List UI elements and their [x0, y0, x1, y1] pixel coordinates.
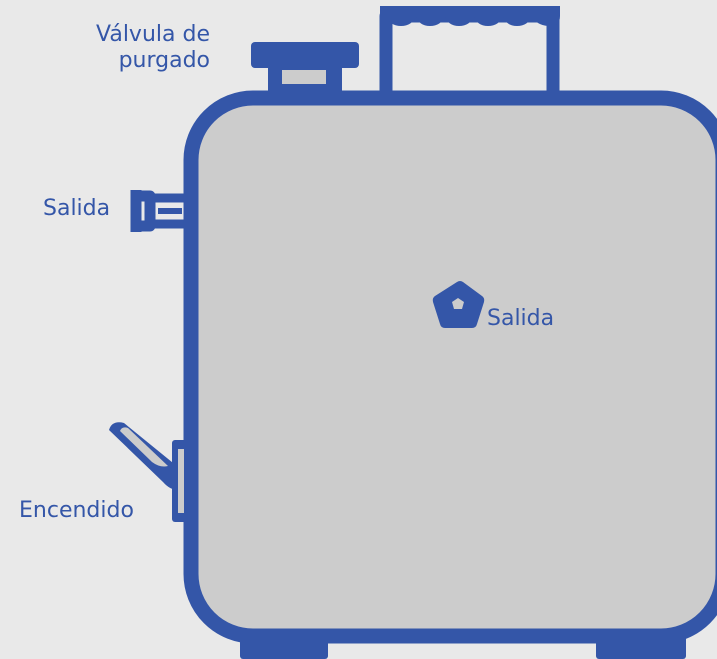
- purge-valve-label-line2: purgado: [118, 48, 210, 73]
- lever-icon: [109, 422, 190, 522]
- valve-cap-icon: [251, 42, 359, 94]
- front-outlet-label: Salida: [487, 306, 555, 331]
- purge-valve-label: Válvula de purgado: [60, 22, 210, 74]
- side-outlet-pipe-icon: [130, 190, 186, 232]
- side-outlet-label: Salida: [43, 196, 111, 221]
- purge-valve-label-line1: Válvula de: [96, 22, 210, 47]
- ignition-label: Encendido: [19, 498, 134, 523]
- tank-body: [183, 90, 717, 644]
- handle-icon: [379, 6, 560, 92]
- pentagon-outlet-icon: [432, 281, 485, 328]
